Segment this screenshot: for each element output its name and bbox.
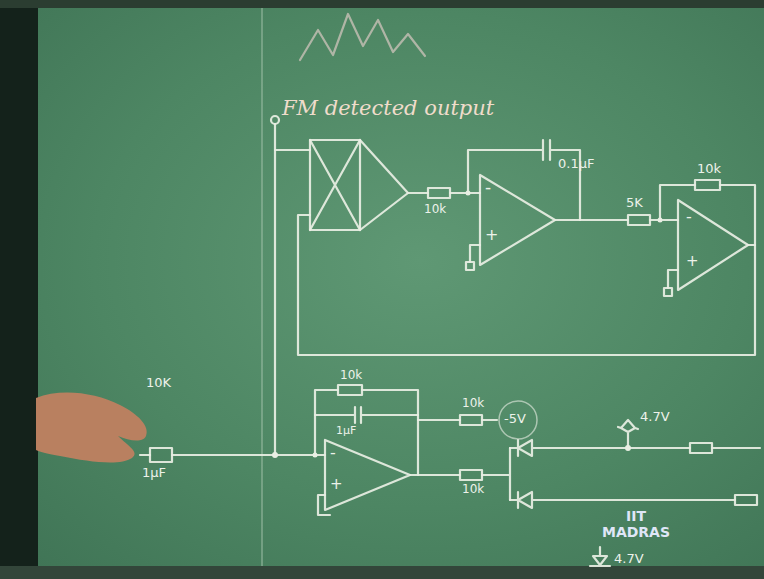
wire (408, 192, 428, 194)
waveform-sketch (300, 14, 425, 60)
wire (318, 495, 330, 515)
zener-voltage: 4.7V (614, 552, 644, 567)
wire (315, 390, 418, 475)
resistor-value: 10k (424, 203, 446, 217)
board-seam (261, 8, 263, 566)
capacitor-value: 1μF (336, 425, 356, 438)
pin-sign: - (686, 208, 692, 226)
multiplier-triangle (360, 140, 408, 230)
pin-sign: + (686, 253, 699, 270)
resistor-value: 10k (340, 369, 362, 383)
watermark: IIT MADRAS (598, 508, 674, 540)
capacitor-feedback (468, 140, 580, 220)
wire (140, 454, 150, 456)
output-terminal (271, 116, 279, 124)
capacitor-feedback (315, 407, 418, 423)
wire (482, 419, 497, 421)
opamp-symbol (325, 440, 410, 510)
wire (668, 270, 678, 288)
resistor-symbol (695, 180, 720, 190)
capacitor-value: 0.1μF (558, 157, 594, 172)
capacitor-value: 1μF (142, 466, 166, 481)
resistor-value: 10K (146, 376, 171, 391)
wire (660, 185, 755, 245)
resistor-symbol (428, 188, 450, 198)
resistor-symbol (690, 443, 712, 453)
zener-symbol (590, 547, 610, 566)
pin-sign: + (485, 226, 498, 244)
resistor-symbol (460, 470, 482, 480)
opamp-symbol (678, 200, 748, 290)
diode-symbol (510, 492, 735, 508)
hand (36, 392, 147, 462)
signal-name: FM detected output (282, 96, 494, 120)
wire (580, 219, 628, 221)
wire (650, 219, 678, 221)
wire (275, 149, 310, 151)
board-edge (0, 0, 38, 579)
ground-symbol (664, 288, 672, 296)
junction-dot (272, 452, 278, 458)
resistor-symbol (628, 215, 650, 225)
wire (418, 419, 460, 421)
chalk-tray (0, 566, 764, 579)
resistor-symbol (338, 385, 362, 395)
resistor-symbol (150, 448, 172, 462)
pin-sign: - (485, 178, 491, 198)
opamp-symbol (480, 175, 555, 265)
supply-circle (499, 401, 537, 439)
zener-symbol (618, 420, 638, 446)
supply-voltage: -5V (504, 412, 526, 427)
wire (274, 124, 276, 455)
resistor-value: 10k (462, 483, 484, 497)
board-frame (0, 0, 764, 8)
multiplier-cross (310, 140, 360, 230)
resistor-symbol (735, 495, 757, 505)
resistor-value: 10k (462, 397, 484, 411)
diode-symbol (510, 440, 760, 456)
pin-sign: - (330, 444, 336, 462)
wire (470, 245, 480, 262)
pin-sign: + (330, 476, 343, 493)
wire (172, 454, 325, 456)
wire (418, 474, 460, 476)
wire (482, 448, 510, 500)
ground-symbol (466, 262, 474, 270)
multiplier-symbol (310, 140, 360, 230)
zener-voltage: 4.7V (640, 410, 670, 425)
wire (450, 192, 480, 194)
resistor-value: 5K (626, 196, 643, 211)
resistor-symbol (460, 415, 482, 425)
resistor-value: 10k (697, 162, 721, 177)
